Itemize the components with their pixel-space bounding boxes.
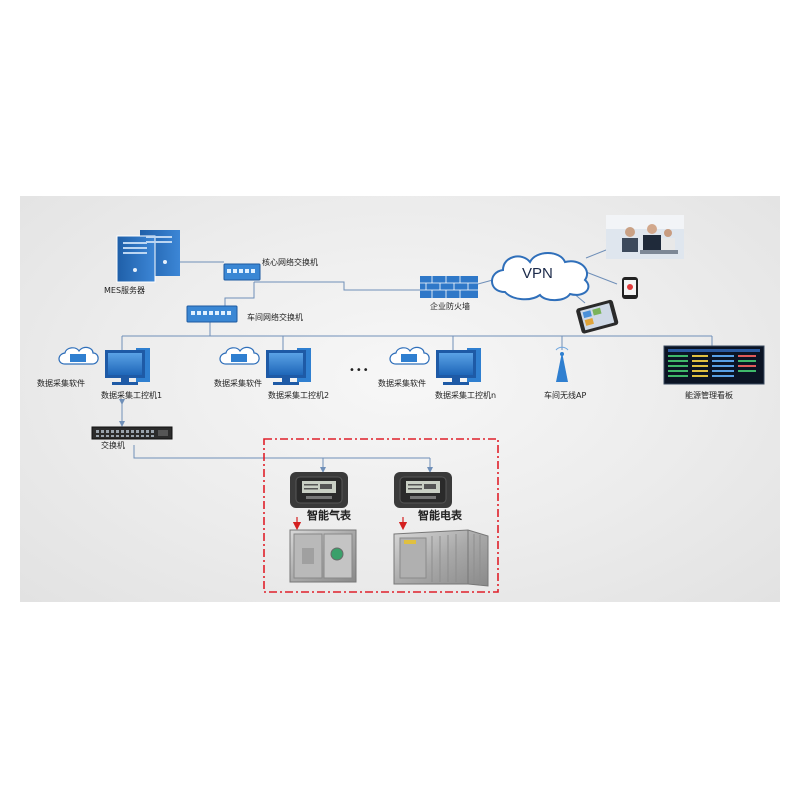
power-machine-icon [393,529,489,587]
gas-meter-label: 智能气表 [307,509,351,522]
phone-icon [622,277,638,299]
daq-station-n-icon [389,346,481,385]
meter-area-box [263,438,499,593]
ipc-n-label: 数据采集工控机n [435,391,497,400]
power-meter-icon [394,472,452,508]
daq-software-2-label: 数据采集软件 [214,379,262,388]
firewall-icon [420,276,478,298]
energy-board-icon [663,345,765,385]
tablet-icon [576,299,619,334]
power-meter-label: 智能电表 [418,509,462,522]
daq-station-2-icon [219,346,311,385]
meeting-photo-icon [606,215,684,259]
connection-lines [119,249,713,473]
ipc-2-label: 数据采集工控机2 [268,391,330,400]
core-switch-label: 核心网络交换机 [262,258,318,267]
vpn-cloud-icon [491,252,590,302]
firewall-label: 企业防火墙 [430,302,470,311]
energy-board-label: 能源管理看板 [685,391,733,400]
workshop-switch-label: 车间网络交换机 [247,313,303,322]
mes-server-icon [116,230,180,283]
device-switch-icon [91,426,173,440]
switch-label: 交换机 [101,441,125,450]
daq-station-1-icon [58,346,150,385]
mes-server-label: MES服务器 [104,286,146,295]
ipc-1-label: 数据采集工控机1 [101,391,163,400]
gas-machine-icon [289,529,357,583]
daq-software-1-label: 数据采集软件 [37,379,85,388]
core-switch-icon [223,263,261,281]
workshop-switch-icon [186,305,238,323]
wireless-ap-label: 车间无线AP [544,391,587,400]
wireless-ap-icon [555,346,569,382]
daq-software-n-label: 数据采集软件 [378,379,426,388]
vpn-label: VPN [522,265,553,282]
gas-meter-icon [290,472,348,508]
ellipsis-label: ••• [349,365,370,376]
